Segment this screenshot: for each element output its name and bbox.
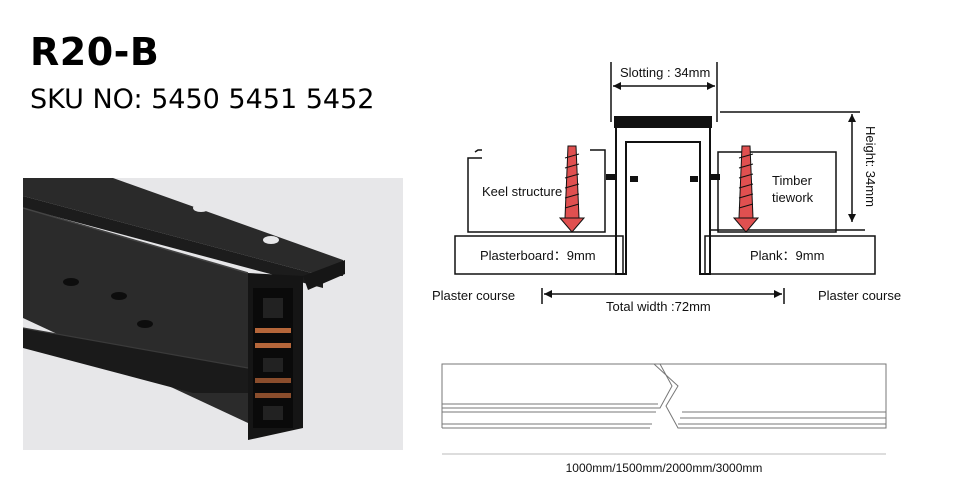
plasterboard-label: Plasterboard：9mm	[480, 248, 596, 263]
track-profile	[615, 119, 711, 275]
track-cap	[614, 116, 712, 128]
plaster-course-left: Plaster course	[432, 288, 515, 303]
plasterboard-shape	[454, 235, 624, 275]
plank-label: Plank：9mm	[750, 248, 824, 263]
keel-label: Keel structure	[482, 184, 562, 199]
timber-shape	[717, 151, 837, 233]
slotting-label: Slotting : 34mm	[620, 65, 710, 80]
screw-right	[732, 145, 760, 233]
keel-structure-shape	[467, 157, 560, 233]
lengths-label: 1000mm/1500mm/2000mm/3000mm	[566, 461, 763, 475]
track-illustration	[23, 178, 345, 440]
product-photo	[23, 178, 403, 450]
screw-left	[558, 145, 586, 233]
timber-label-2: tiework	[772, 190, 814, 205]
sku-numbers: SKU NO: 5450 5451 5452	[30, 84, 375, 115]
cross-section-diagram: Slotting : 34mm Keel structure Timber ti…	[432, 62, 901, 475]
height-label: Height: 34mm	[863, 126, 878, 207]
product-title: R20-B	[30, 30, 160, 74]
plank-shape	[704, 235, 876, 275]
side-view	[441, 363, 887, 455]
total-width-label: Total width :72mm	[606, 299, 711, 314]
timber-label-1: Timber	[772, 173, 813, 188]
plaster-course-right: Plaster course	[818, 288, 901, 303]
